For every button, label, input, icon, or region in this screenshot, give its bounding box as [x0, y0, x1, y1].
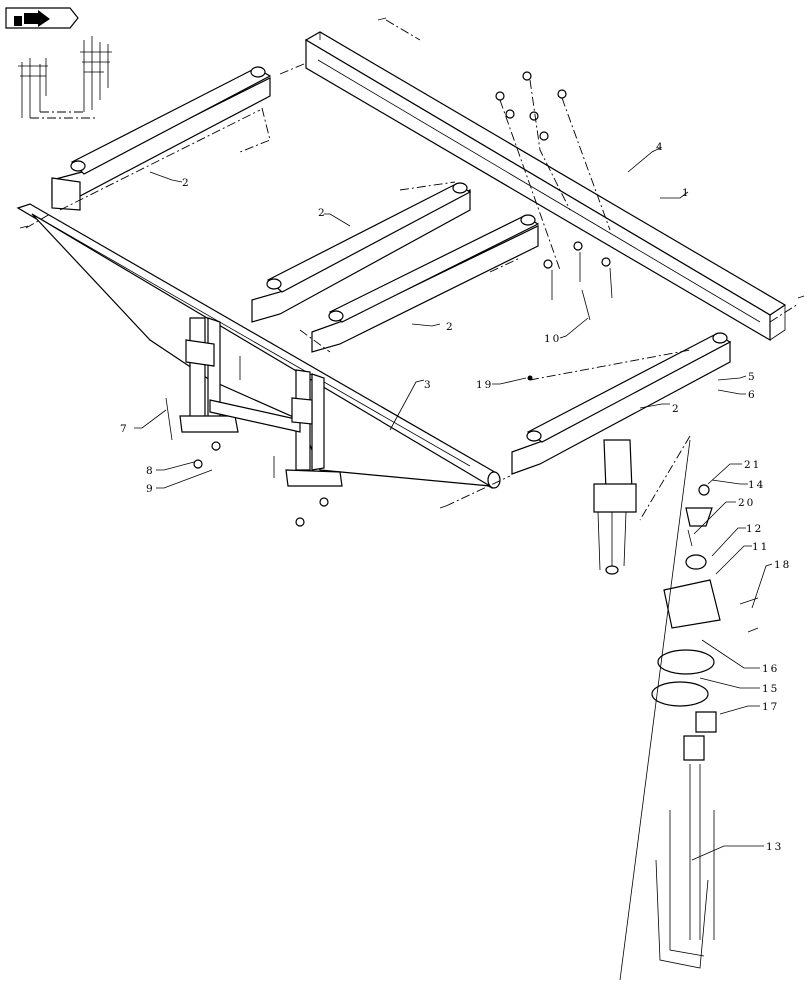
callout-6: 6 [748, 389, 757, 401]
detail-parts [651, 484, 759, 969]
tube-part-2-right [511, 332, 732, 475]
side-panel-part-3 [16, 203, 501, 489]
callout-11: 11 [752, 541, 769, 553]
callout-16: 16 [762, 663, 779, 675]
tube-part-2-middle-upper [251, 182, 472, 323]
reference-thumbnail [18, 36, 112, 119]
back-arrow-icon[interactable] [5, 7, 79, 29]
callout-7: 7 [120, 423, 129, 435]
callout-19: 19 [476, 379, 493, 391]
callout-10: 10 [544, 333, 561, 345]
callout-13: 13 [766, 841, 783, 853]
tube-part-2-middle-lower [311, 214, 540, 353]
main-beam-part-1 [304, 31, 787, 342]
support-legs [179, 317, 343, 487]
callout-12: 12 [746, 523, 763, 535]
callout-4: 4 [656, 141, 665, 153]
callout-15: 15 [762, 683, 779, 695]
callout-20: 20 [738, 497, 755, 509]
callout-17: 17 [762, 701, 779, 713]
callout-2c: 2 [446, 321, 455, 333]
callout-5: 5 [748, 371, 757, 383]
fasteners [19, 17, 805, 527]
callout-2d: 2 [672, 403, 681, 415]
hitch-subassembly [593, 439, 637, 575]
callout-2b: 2 [318, 207, 327, 219]
callout-3: 3 [424, 379, 433, 391]
callout-1: 1 [682, 187, 691, 199]
callout-2a: 2 [182, 177, 191, 189]
callout-9: 9 [146, 483, 155, 495]
callout-21: 21 [744, 459, 761, 471]
tube-part-2-top-left [51, 66, 272, 211]
callout-leaders [134, 147, 773, 861]
nav-back-button[interactable] [5, 7, 79, 29]
assembly-lines [25, 19, 799, 521]
callout-14: 14 [748, 479, 765, 491]
callout-8: 8 [146, 465, 155, 477]
callout-18: 18 [774, 559, 791, 571]
detail-divider [619, 439, 691, 981]
